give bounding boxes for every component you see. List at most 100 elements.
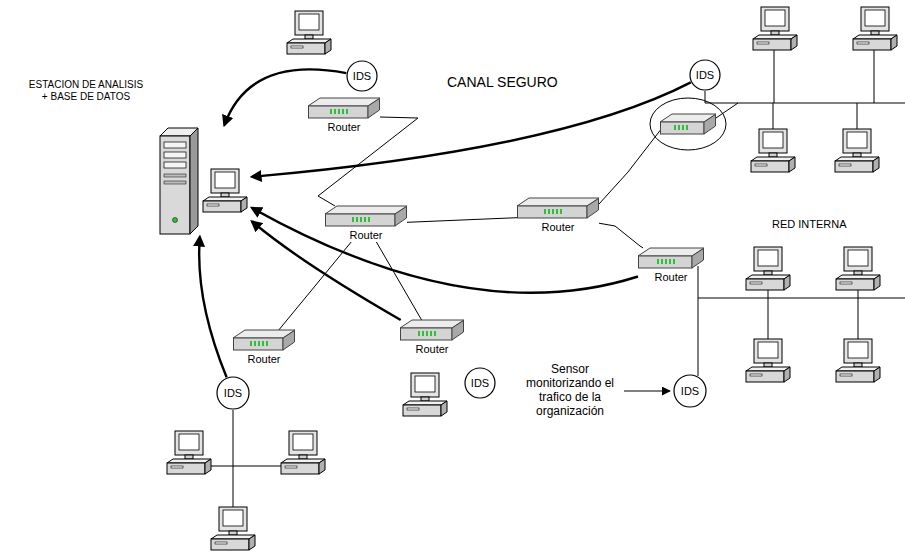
router-side bbox=[704, 115, 716, 135]
router-light bbox=[266, 341, 268, 346]
node-text: Router bbox=[233, 353, 295, 366]
computer-icon bbox=[403, 373, 447, 416]
network-wire bbox=[774, 50, 775, 103]
network-wire bbox=[874, 50, 875, 103]
router-light bbox=[262, 341, 264, 346]
router-light bbox=[669, 259, 671, 264]
network-bus bbox=[705, 103, 905, 104]
ids-sensor: IDS bbox=[673, 374, 707, 408]
router-light bbox=[548, 209, 550, 214]
router-light bbox=[360, 217, 362, 222]
network-spine bbox=[698, 266, 699, 376]
node-text: IDS bbox=[353, 70, 371, 83]
router-icon bbox=[517, 198, 599, 220]
router-light bbox=[330, 109, 332, 114]
network-bus bbox=[211, 466, 281, 467]
sensor-outline bbox=[347, 61, 377, 91]
computer-icon bbox=[746, 339, 790, 382]
report-arrow bbox=[199, 237, 226, 377]
computer-icon bbox=[853, 7, 897, 50]
router-side bbox=[283, 331, 295, 351]
computer-icon bbox=[835, 129, 879, 172]
server-bay bbox=[164, 142, 186, 148]
server-side bbox=[190, 128, 198, 234]
router-light bbox=[356, 217, 358, 222]
computer-icon bbox=[836, 339, 880, 382]
sensor-outline bbox=[674, 375, 706, 407]
network-wire bbox=[858, 298, 859, 339]
ids-sensor: IDS bbox=[346, 60, 378, 92]
network-wire bbox=[768, 298, 769, 339]
sensor-note: Sensor monitorizando el trafico de la or… bbox=[520, 362, 620, 418]
ids-sensor: IDS bbox=[689, 59, 721, 91]
node-text: IDS bbox=[696, 69, 714, 82]
server-vent bbox=[164, 174, 186, 177]
router-light bbox=[364, 217, 366, 222]
router-front bbox=[234, 338, 284, 350]
channel-label: CANAL SEGURO bbox=[447, 74, 558, 91]
sensor-outline bbox=[465, 368, 495, 398]
server-bay bbox=[164, 162, 186, 168]
network-link bbox=[599, 223, 643, 248]
router: Router bbox=[400, 320, 464, 356]
network-spine bbox=[233, 410, 234, 507]
node-text: Router bbox=[517, 221, 599, 234]
node-text: Router bbox=[325, 229, 407, 242]
network-wire bbox=[773, 103, 774, 129]
router: Router bbox=[233, 330, 295, 366]
router-front bbox=[518, 206, 588, 218]
router-light bbox=[426, 331, 428, 336]
network-wire bbox=[716, 103, 738, 118]
network-wire bbox=[858, 290, 859, 298]
router-top bbox=[325, 206, 407, 214]
report-arrow bbox=[252, 208, 638, 293]
network-wire bbox=[768, 290, 769, 298]
network-bus bbox=[698, 298, 905, 299]
router-icon bbox=[308, 98, 380, 120]
computer-icon bbox=[167, 431, 211, 474]
computer-icon bbox=[753, 7, 797, 50]
node-text: ESTACION DE ANALISIS + BASE DE DATOS bbox=[26, 79, 146, 103]
router-front bbox=[661, 122, 705, 134]
router-side bbox=[452, 321, 464, 341]
router-icon bbox=[400, 320, 464, 342]
router-light bbox=[556, 209, 558, 214]
router-light bbox=[334, 109, 336, 114]
router-side bbox=[395, 207, 407, 227]
leader-arrow bbox=[624, 391, 670, 392]
router: Router bbox=[517, 198, 599, 234]
server-front bbox=[160, 136, 190, 234]
report-arrow bbox=[252, 82, 691, 176]
network-link bbox=[376, 242, 421, 320]
router-light bbox=[673, 259, 675, 264]
router-light bbox=[434, 331, 436, 336]
router-side bbox=[692, 249, 704, 269]
router: Router bbox=[308, 98, 380, 134]
router-light bbox=[552, 209, 554, 214]
router-icon bbox=[233, 330, 295, 352]
router-top bbox=[517, 198, 599, 206]
computer-icon bbox=[203, 169, 247, 212]
router-light bbox=[418, 331, 420, 336]
computer-icon bbox=[751, 129, 795, 172]
router-light bbox=[430, 331, 432, 336]
router-front bbox=[639, 256, 693, 268]
router-side bbox=[587, 199, 599, 219]
computer-icon bbox=[287, 11, 331, 54]
router-light bbox=[352, 217, 354, 222]
router-light bbox=[665, 259, 667, 264]
router-light bbox=[338, 109, 340, 114]
server-vent bbox=[164, 181, 186, 184]
network-wire bbox=[599, 128, 662, 204]
router-light bbox=[661, 259, 663, 264]
ids-sensor: IDS bbox=[216, 376, 250, 410]
router: Router bbox=[638, 248, 704, 284]
network-link bbox=[407, 218, 517, 223]
router-front bbox=[401, 328, 453, 340]
router-light bbox=[254, 341, 256, 346]
node-text: Router bbox=[308, 121, 380, 134]
router-light bbox=[657, 259, 659, 264]
server-bay bbox=[164, 152, 186, 158]
router-light bbox=[674, 125, 676, 130]
